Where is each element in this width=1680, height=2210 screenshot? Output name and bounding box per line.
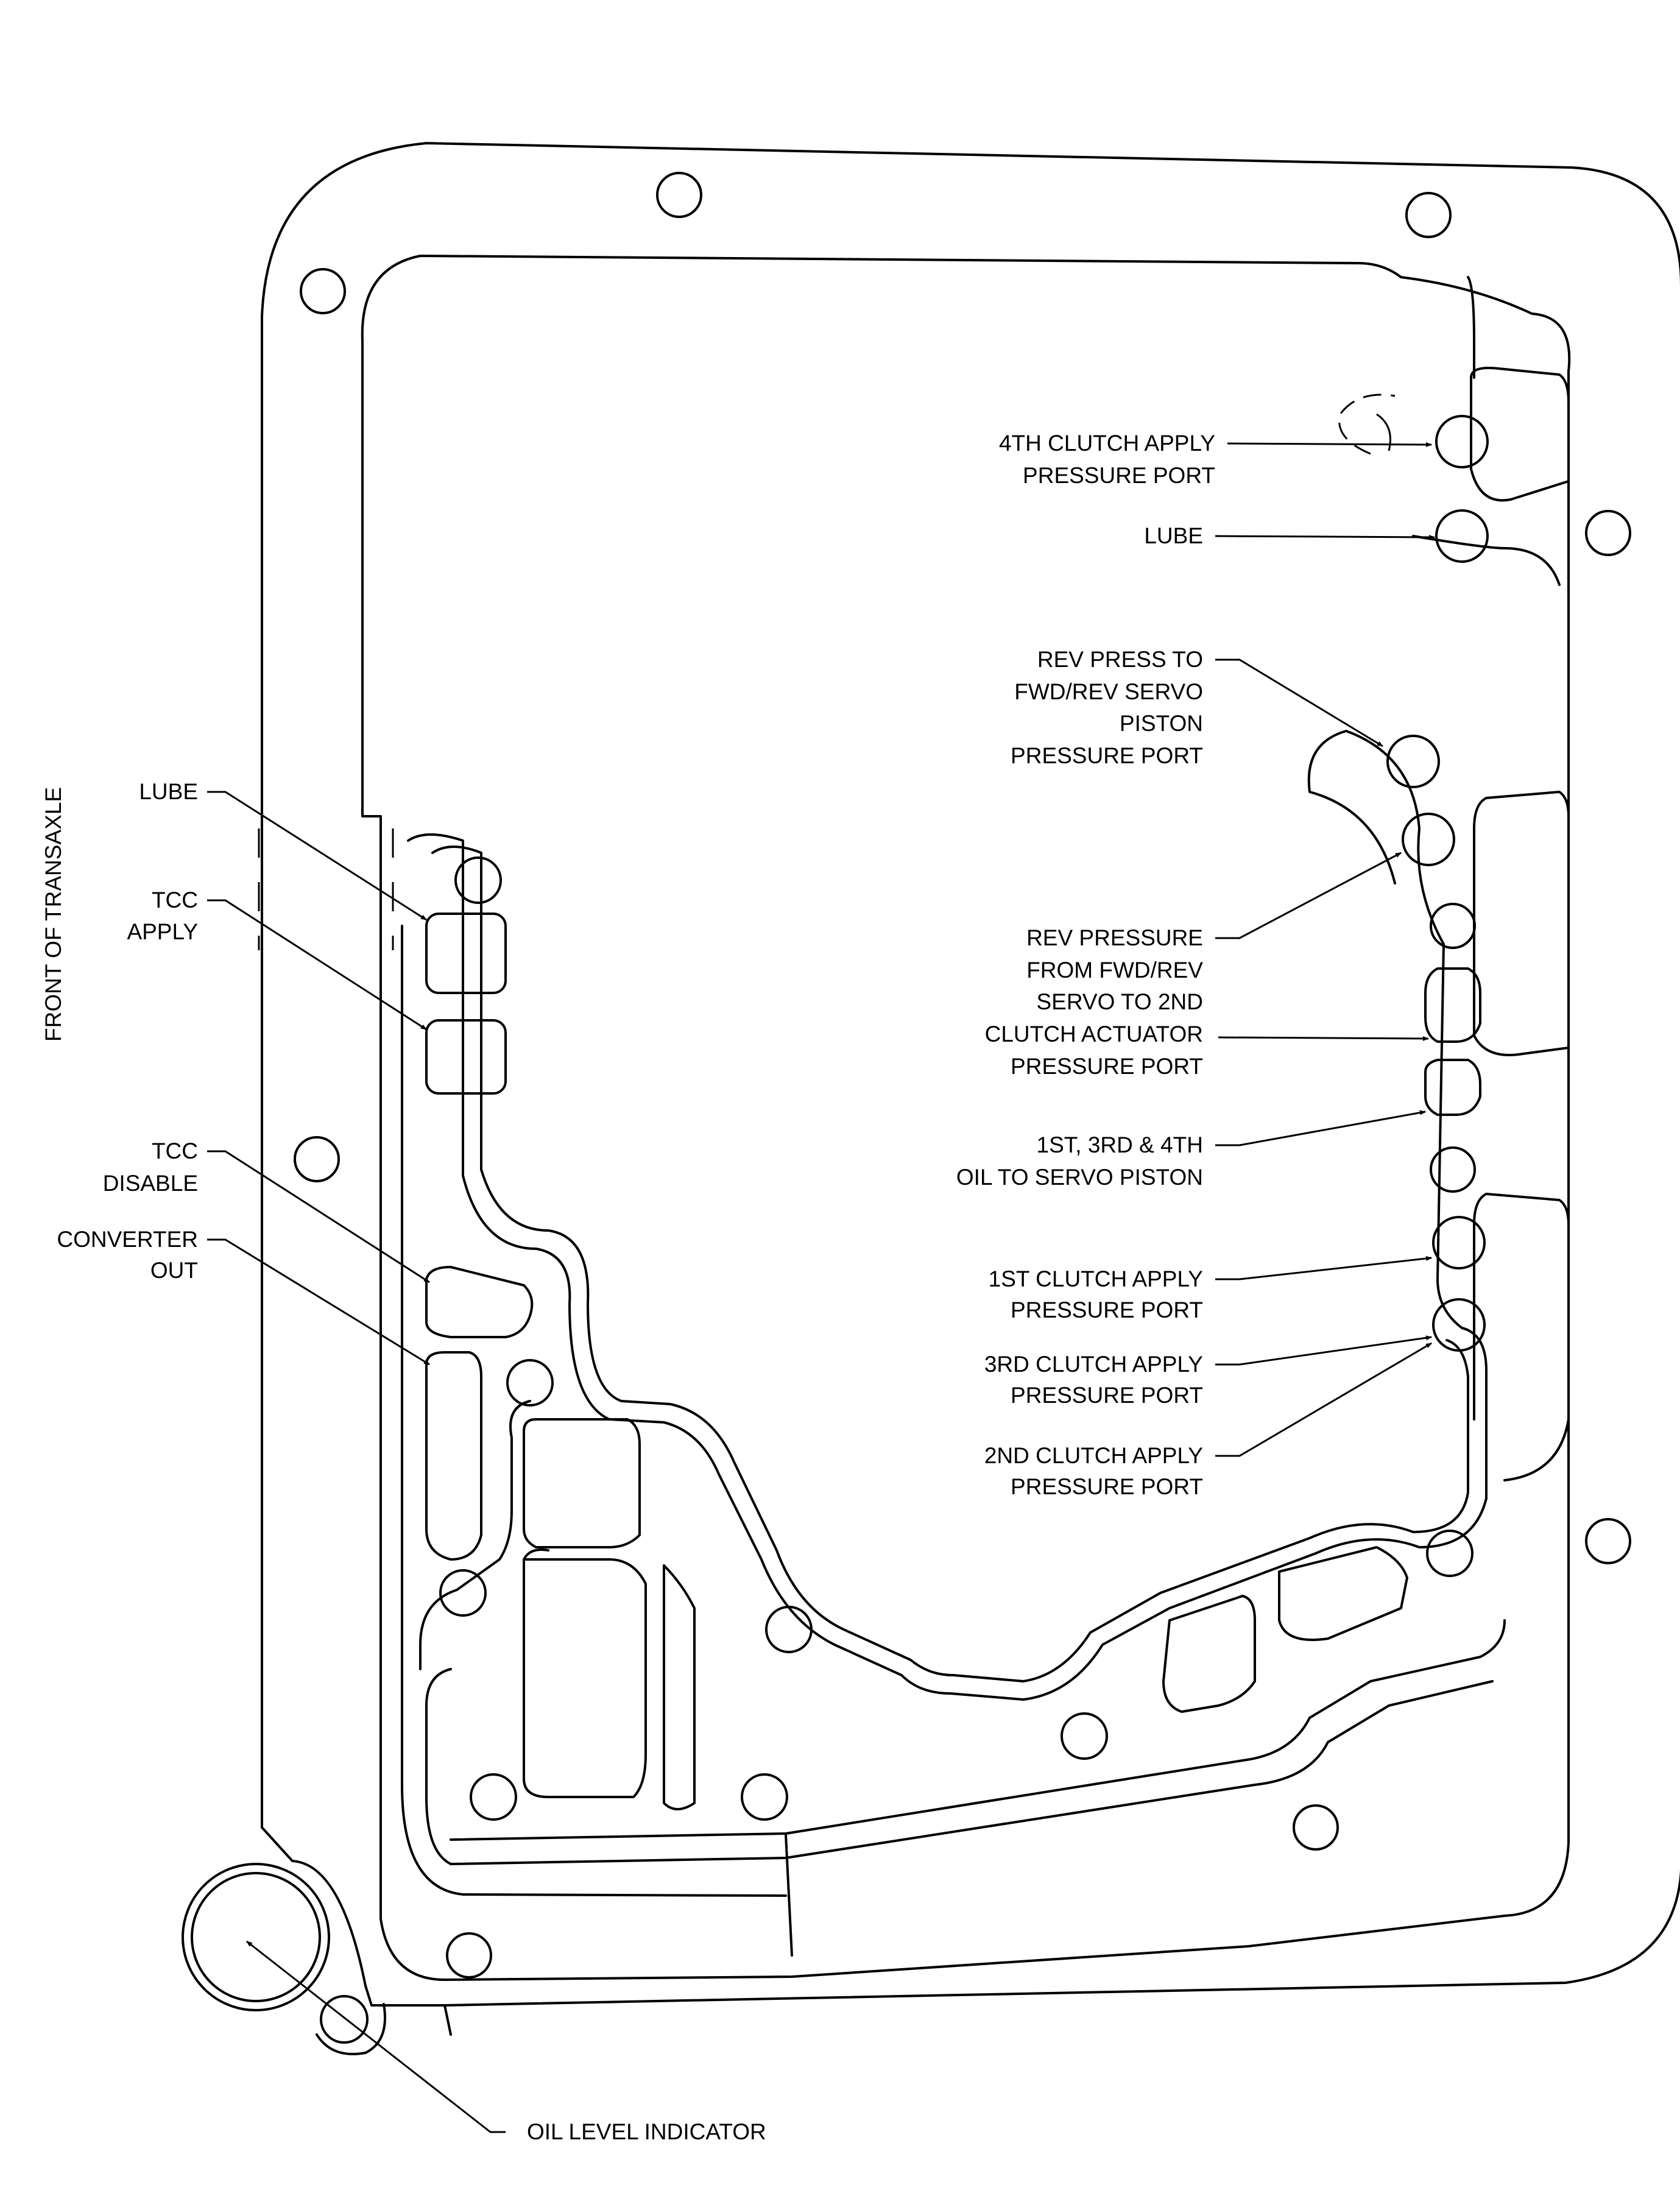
callout-line: PRESSURE PORT	[1023, 463, 1215, 488]
callout-line: LUBE	[139, 779, 198, 804]
callout-line: PISTON	[1120, 711, 1203, 736]
bolt-holes	[294, 172, 1631, 1979]
callout-line: 1ST, 3RD & 4TH	[1037, 1132, 1203, 1157]
callout-line: FWD/REV SERVO	[1014, 679, 1203, 704]
callout-clutch1-apply: 1ST CLUTCH APPLY PRESSURE PORT	[989, 1266, 1203, 1322]
callout-line: 2ND CLUTCH APPLY	[984, 1443, 1203, 1468]
callout-line: 1ST CLUTCH APPLY	[989, 1266, 1203, 1291]
callout-lube-right: LUBE	[1144, 523, 1203, 548]
callout-clutch3-apply: 3RD CLUTCH APPLY PRESSURE PORT	[984, 1352, 1203, 1408]
callout-line: CONVERTER	[57, 1227, 198, 1252]
callout-tcc-apply: TCC APPLY	[127, 888, 198, 944]
callout-clutch2-apply: 2ND CLUTCH APPLY PRESSURE PORT	[984, 1443, 1203, 1499]
callout-line: 3RD CLUTCH APPLY	[984, 1352, 1203, 1377]
callout-converter-out: CONVERTER OUT	[57, 1227, 198, 1283]
callout-line: APPLY	[127, 919, 198, 944]
callout-line: FROM FWD/REV	[1026, 958, 1203, 983]
pan-outline	[182, 142, 1680, 2055]
callout-line: CLUTCH ACTUATOR	[985, 1022, 1203, 1047]
callout-line: TCC	[152, 1139, 198, 1163]
callout-rev-pressure-from-servo: REV PRESSURE FROM FWD/REV SERVO TO 2ND C…	[985, 925, 1204, 1079]
front-of-transaxle-label: FRONT OF TRANSAXLE	[41, 787, 66, 1042]
callout-line: TCC	[152, 888, 198, 913]
callout-line: SERVO TO 2ND	[1037, 989, 1204, 1014]
callout-rev-press-to-servo: REV PRESS TO FWD/REV SERVO PISTON PRESSU…	[1011, 647, 1203, 768]
callout-line: OIL LEVEL INDICATOR	[527, 2119, 766, 2144]
callout-line: PRESSURE PORT	[1011, 1383, 1203, 1408]
callout-line: PRESSURE PORT	[1011, 1474, 1203, 1499]
callout-line: 4TH CLUTCH APPLY	[999, 431, 1215, 456]
leader-lines	[207, 442, 1435, 2133]
gasket-channels	[401, 276, 1570, 1957]
callout-line: OUT	[150, 1258, 198, 1283]
callout-line: REV PRESSURE	[1026, 925, 1203, 950]
callout-line: PRESSURE PORT	[1011, 743, 1203, 768]
callout-line: PRESSURE PORT	[1011, 1054, 1203, 1079]
callout-oil-to-servo-piston: 1ST, 3RD & 4TH OIL TO SERVO PISTON	[956, 1132, 1203, 1190]
callout-line: PRESSURE PORT	[1011, 1297, 1203, 1322]
callout-line: OIL TO SERVO PISTON	[956, 1165, 1203, 1190]
callout-line: REV PRESS TO	[1037, 647, 1203, 672]
callout-clutch4-apply: 4TH CLUTCH APPLY PRESSURE PORT	[999, 431, 1215, 488]
callout-oil-level-indicator: OIL LEVEL INDICATOR	[527, 2119, 766, 2144]
callout-line: DISABLE	[103, 1171, 198, 1196]
callout-tcc-disable: TCC DISABLE	[103, 1139, 198, 1196]
front-reference-lines	[258, 828, 394, 950]
callout-line: LUBE	[1144, 523, 1203, 548]
callout-lube-left: LUBE	[139, 779, 198, 804]
